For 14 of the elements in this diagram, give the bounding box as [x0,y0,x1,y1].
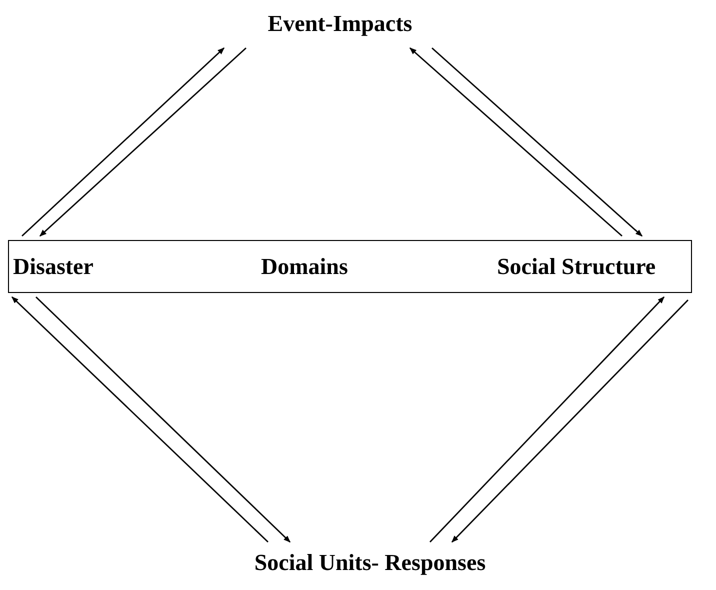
node-label: Social Units- Responses [235,546,505,580]
arrow [452,300,688,542]
node-label: Event-Impacts [230,6,450,42]
node-label: Domains [261,254,348,280]
arrow [12,296,268,542]
domain-box [8,240,692,293]
arrow [39,47,246,237]
node-label: Disaster [13,254,94,280]
arrow [409,47,622,237]
arrow [22,47,224,237]
arrow [36,296,290,542]
arrow [432,47,643,237]
arrow [430,296,664,542]
node-label: Social Structure [497,254,656,280]
